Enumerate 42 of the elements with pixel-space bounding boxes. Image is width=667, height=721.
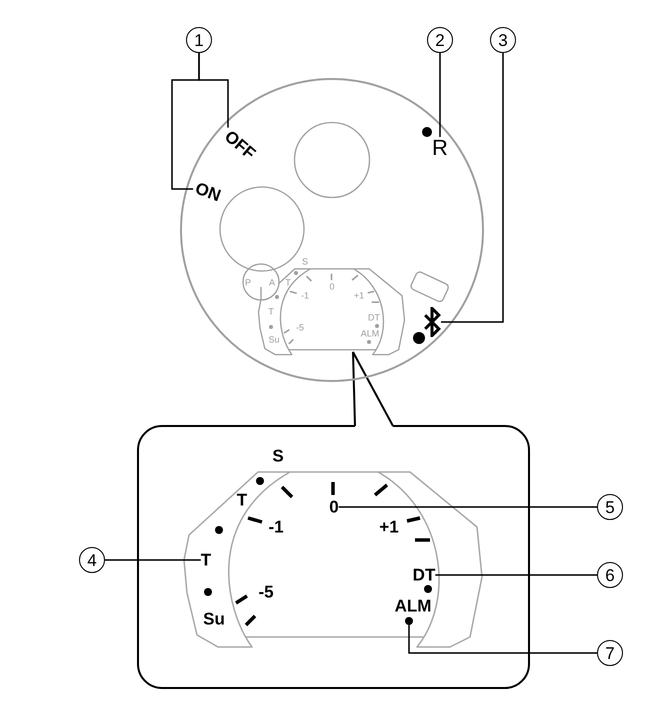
magnified-view-panel (137, 425, 530, 689)
scale-marking: Su (203, 610, 225, 628)
dial-marking: +1 (354, 292, 364, 300)
callout-number: 3 (490, 27, 516, 53)
scale-marking: -1 (268, 518, 284, 536)
dial-marking: R (432, 137, 448, 159)
scale-marking: T (236, 492, 248, 508)
leader-line (105, 559, 201, 561)
dial-marking: -1 (301, 292, 309, 300)
scale-marking: 0 (329, 498, 339, 516)
dial-marking: T (268, 308, 274, 316)
leader-line (435, 574, 597, 576)
callout-number: 2 (427, 27, 453, 53)
callout-number: 7 (597, 640, 623, 666)
leader-line (439, 53, 441, 137)
scale-marking: +1 (379, 518, 399, 536)
scale-marking: DT (412, 566, 436, 584)
leader-line (338, 506, 597, 508)
callout-number: 5 (597, 494, 623, 520)
dial-marking: Su (268, 336, 280, 344)
dial-marking: S (302, 258, 308, 266)
scale-marking: ALM (394, 598, 432, 614)
bluetooth-icon (423, 307, 441, 337)
dial-marking: ALM (360, 330, 380, 338)
dial-marking: P (245, 278, 251, 288)
dial-marking: 0 (330, 282, 334, 292)
callout-number: 1 (186, 27, 212, 53)
leader-line (171, 53, 200, 190)
dial-marking: T (285, 278, 291, 288)
leader-line (441, 53, 504, 323)
dial-marking: OFF (222, 128, 258, 162)
dial-marking: DT (368, 314, 380, 322)
leader-line (408, 625, 597, 654)
scale-marking: S (272, 448, 284, 464)
dot-icon (405, 617, 413, 625)
scale-marking: T (200, 552, 212, 568)
callout-number: 4 (79, 547, 105, 573)
callout-number: 6 (597, 562, 623, 588)
dial-marking: ON (193, 180, 223, 204)
dial-marking: A (269, 278, 275, 288)
dial-marking: -5 (296, 324, 304, 332)
scale-marking: -5 (258, 584, 274, 600)
